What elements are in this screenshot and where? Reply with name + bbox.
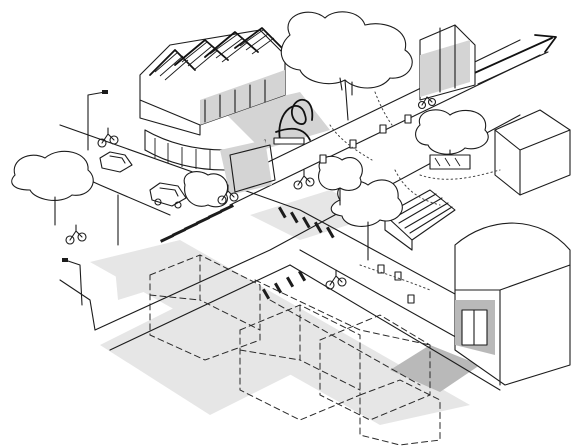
planting-dots — [329, 124, 441, 291]
left-tree — [11, 150, 94, 226]
background-building — [419, 24, 476, 101]
ground-shading — [90, 92, 480, 425]
proposed-buildings-dashed — [149, 254, 441, 446]
cyclist-6 — [417, 96, 437, 110]
box-building — [494, 109, 571, 196]
crosswalk-right — [278, 206, 335, 239]
direction-arrow — [469, 34, 557, 85]
bollards — [319, 114, 415, 304]
plaza-steps — [384, 189, 456, 251]
street-lamp-1 — [87, 90, 108, 151]
street-vendors — [419, 154, 501, 180]
cyclist-4 — [65, 224, 87, 245]
street-lamp-2 — [62, 258, 83, 306]
sawtooth-building — [139, 27, 286, 136]
small-tree — [183, 171, 228, 208]
crosswalk-upper — [160, 204, 234, 243]
center-tree — [330, 179, 403, 261]
car-1 — [99, 151, 133, 173]
large-tree — [280, 11, 413, 126]
curved-building — [454, 222, 571, 386]
street-tree-median — [318, 155, 363, 206]
crosswalk-lower — [262, 270, 307, 300]
cyclist-5 — [325, 269, 347, 290]
car-2 — [149, 182, 187, 209]
plaza-sculpture — [273, 99, 314, 145]
cyclist-3 — [217, 184, 239, 205]
cyclist-1 — [97, 127, 119, 148]
seating-wall — [144, 129, 276, 195]
cyclist-2 — [293, 169, 315, 190]
